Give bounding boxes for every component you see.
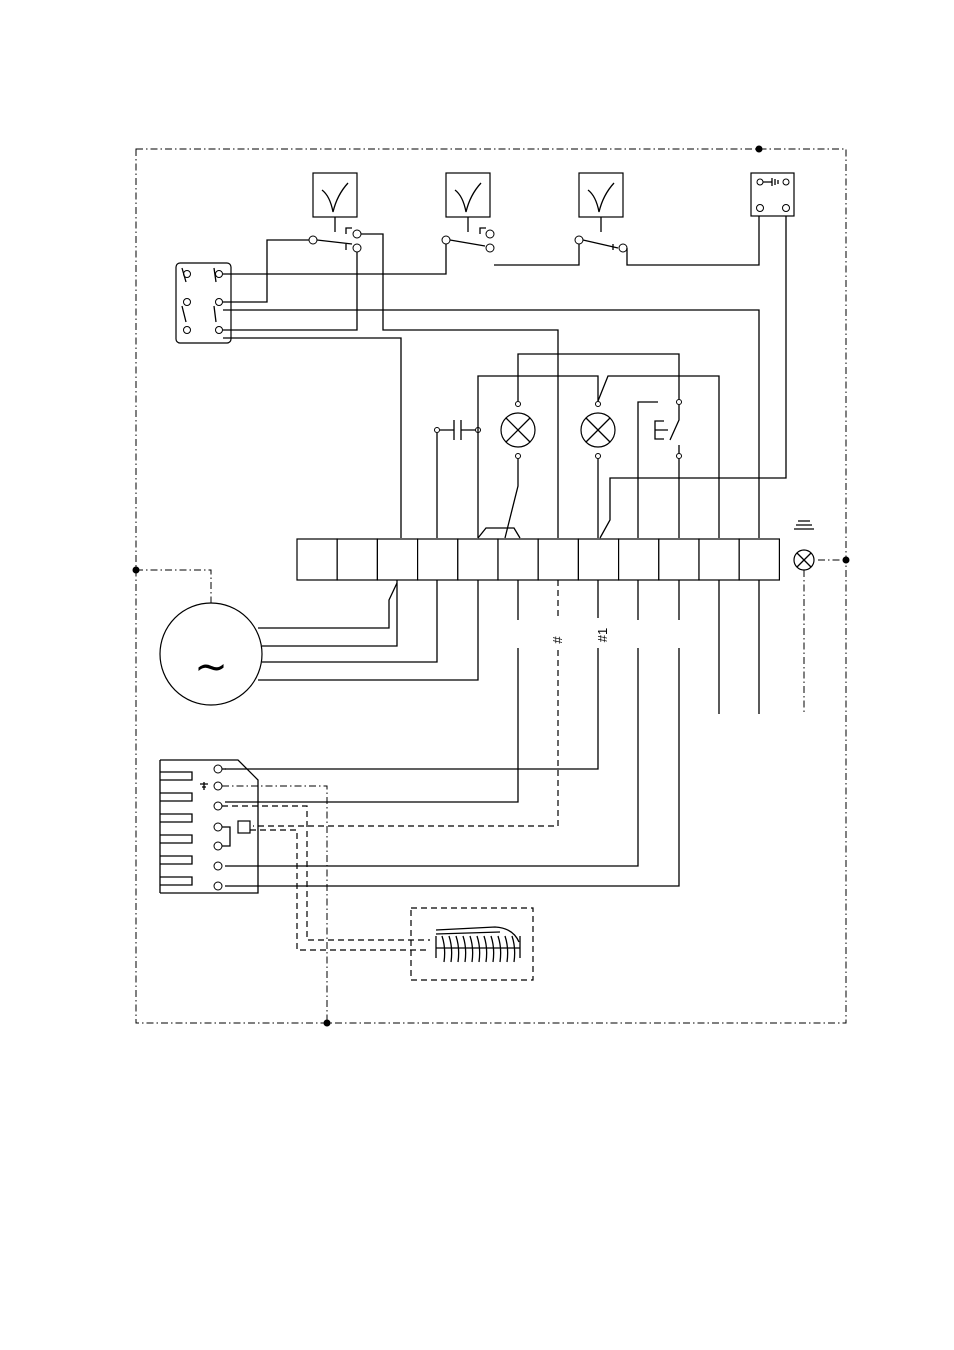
terminal-cell (577, 538, 620, 581)
terminal-cell (738, 538, 781, 581)
thermostat-3 (578, 172, 624, 232)
thermostat-2 (445, 172, 491, 232)
motor-symbol: ~ (194, 644, 228, 690)
terminal-cell (296, 538, 338, 581)
terminal-cell (417, 538, 459, 581)
terminal-cell (497, 538, 539, 581)
terminal-cell (537, 538, 580, 581)
enclosure-boundary (132, 145, 850, 1027)
terminal-cell (698, 538, 740, 581)
terminal-cell (457, 538, 499, 581)
heating-coil (410, 907, 534, 981)
middle-wiring (477, 353, 720, 539)
wire-label-hash: # (550, 636, 565, 644)
thermal-fuse-box (750, 172, 795, 217)
top-wiring (223, 216, 787, 539)
terminal-cell (376, 538, 419, 581)
terminal-cell (617, 538, 660, 581)
heater-control-board (159, 759, 259, 894)
ground-indicator-lamp (793, 520, 815, 712)
indicator-lamp-1 (500, 401, 536, 459)
thermostat-1 (312, 172, 358, 232)
wire-label-hash-1: #1 (595, 628, 610, 642)
coil-connections (222, 785, 430, 1023)
terminal-cell (658, 538, 700, 581)
switch-contacts-2 (441, 227, 495, 253)
indicator-lamp-2 (580, 401, 616, 459)
push-button-switch (654, 399, 682, 459)
terminal-block (296, 538, 781, 581)
motor: ~ (159, 602, 263, 706)
switch-contacts-3 (574, 235, 628, 253)
capacitor (434, 420, 481, 538)
lower-wiring (225, 580, 760, 887)
terminal-cell (336, 538, 379, 581)
selector-switch (175, 262, 232, 344)
